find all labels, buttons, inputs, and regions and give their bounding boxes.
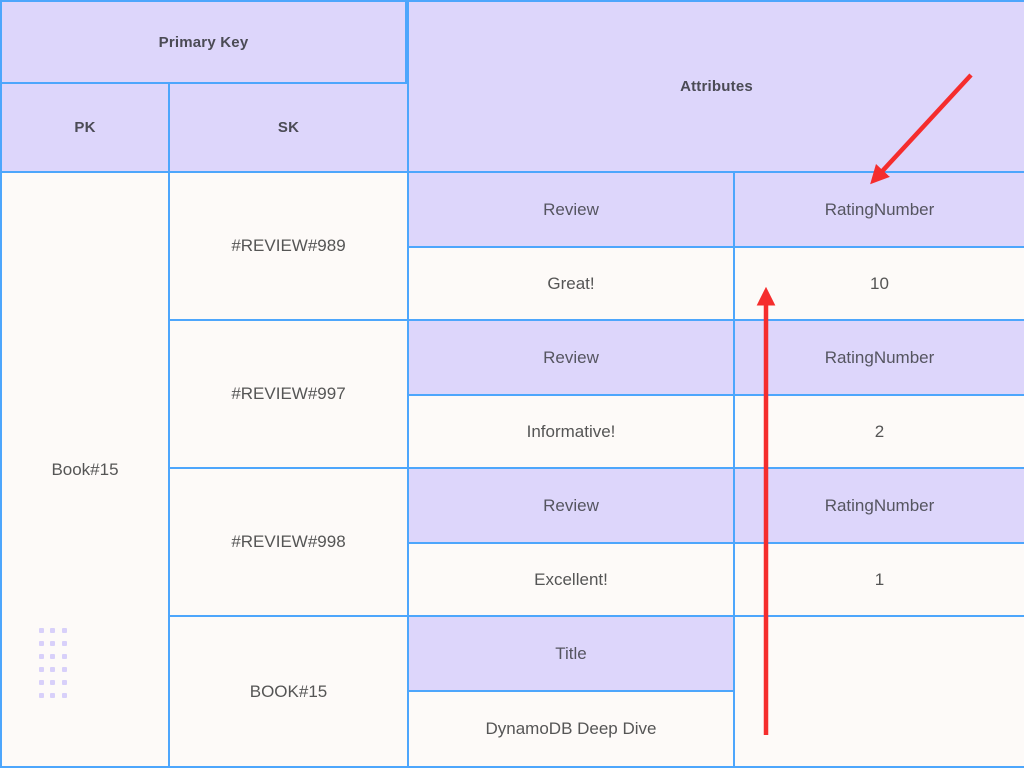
attribute-value-cell: Informative! [407, 394, 735, 469]
header-pk-label: PK [74, 119, 96, 136]
attribute-name: Review [543, 199, 599, 219]
attribute-value: 10 [870, 273, 889, 293]
sort-key-cell: #REVIEW#989 [168, 171, 409, 321]
attribute-value: DynamoDB Deep Dive [485, 719, 657, 738]
attribute-value: 1 [874, 569, 885, 589]
attribute-value: 2 [874, 421, 885, 441]
attribute-value-cell: 1 [733, 542, 1024, 617]
sort-key-value: #REVIEW#989 [231, 236, 346, 255]
header-primary-key-label: Primary Key [158, 33, 249, 51]
header-attributes-label: Attributes [680, 78, 753, 95]
header-sk-label: SK [277, 119, 300, 136]
attribute-name-cell: Review [407, 319, 735, 396]
attribute-value-cell: DynamoDB Deep Dive [407, 690, 735, 768]
header-attributes: Attributes [407, 0, 1024, 173]
partition-key-value: Book#15 [51, 459, 119, 479]
attribute-value-cell: Excellent! [407, 542, 735, 617]
sort-key-cell: #REVIEW#998 [168, 467, 409, 617]
sort-key-cell: #REVIEW#997 [168, 319, 409, 469]
attribute-name: Title [555, 643, 587, 663]
attribute-value: Great! [547, 273, 595, 293]
attribute-name: RatingNumber [824, 495, 935, 515]
attribute-value-cell: 10 [733, 246, 1024, 321]
header-pk: PK [0, 82, 170, 173]
sort-key-value: BOOK#15 [249, 681, 328, 701]
attribute-value-cell: 2 [733, 394, 1024, 469]
header-primary-key: Primary Key [0, 0, 407, 84]
attribute-name: Review [543, 347, 599, 367]
attribute-value-cell: Great! [407, 246, 735, 321]
attribute-name-cell: Review [407, 467, 735, 544]
attribute-name-cell: Title [407, 615, 735, 692]
attribute-name-cell-empty [733, 615, 1024, 768]
attribute-value: Informative! [526, 421, 616, 441]
partition-key-cell: Book#15 [0, 171, 170, 768]
sort-key-value: #REVIEW#997 [231, 384, 346, 403]
attribute-name: Review [543, 495, 599, 515]
attribute-name: RatingNumber [824, 347, 935, 367]
sort-key-value: #REVIEW#998 [231, 532, 346, 551]
header-sk: SK [168, 82, 409, 173]
attribute-name-cell: Review [407, 171, 735, 248]
attribute-name-cell: RatingNumber [733, 319, 1024, 396]
sort-key-cell: BOOK#15 [168, 615, 409, 768]
attribute-name-cell: RatingNumber [733, 171, 1024, 248]
attribute-value: Excellent! [534, 569, 608, 589]
attribute-name-cell: RatingNumber [733, 467, 1024, 544]
attribute-name: RatingNumber [824, 199, 935, 219]
